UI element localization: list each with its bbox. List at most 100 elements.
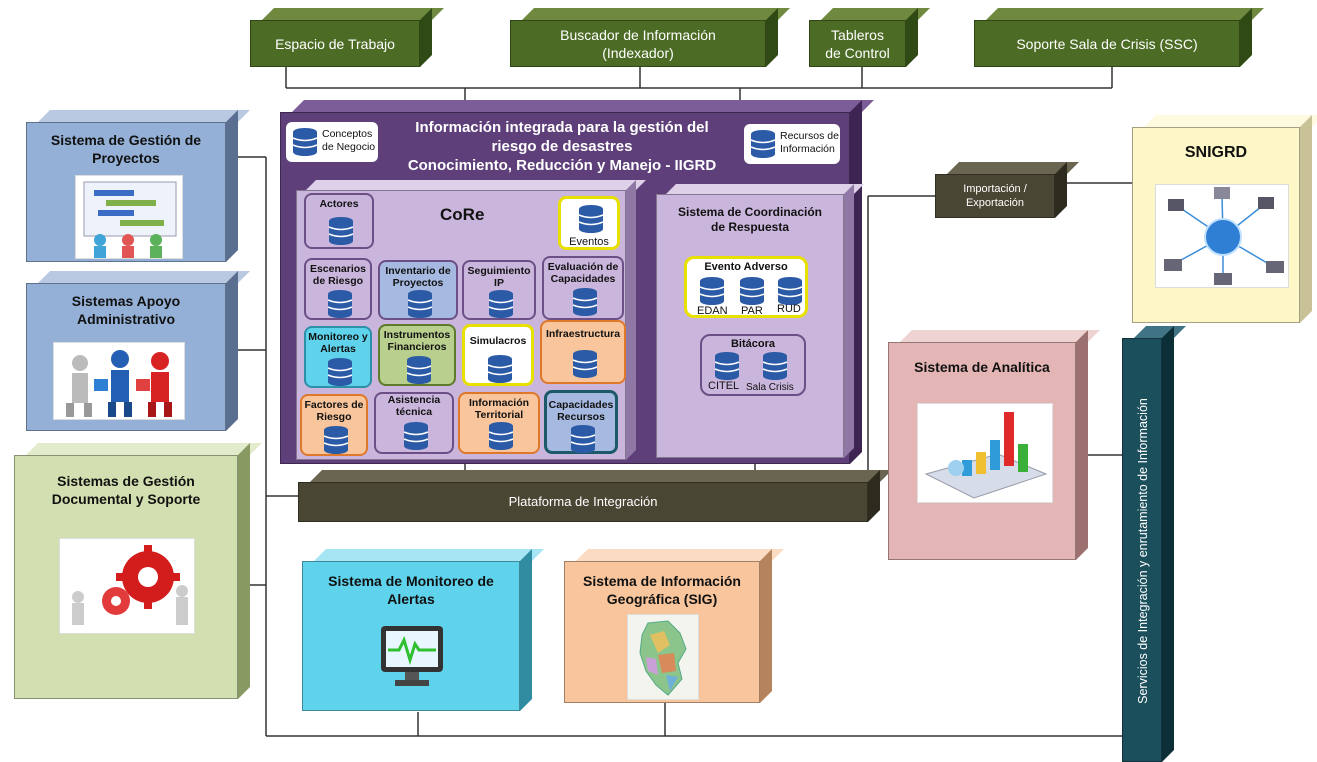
coord-title-line2: de Respuesta: [710, 220, 790, 234]
concepts-line1: Conceptos: [322, 128, 373, 140]
core-escenarios[interactable]: Escenarios de Riesgo: [304, 258, 372, 320]
import-line2: Exportación: [965, 197, 1025, 209]
projects-title-line1: Sistema de Gestión de: [50, 132, 202, 148]
concepts-line2: de Negocio: [322, 141, 376, 153]
citel-label: CITEL: [708, 380, 740, 392]
docs-title-line1: Sistemas de Gestión: [57, 473, 195, 489]
dash-label-line1: Tableros: [831, 26, 884, 43]
import-line1: Importación /: [963, 183, 1027, 195]
database-icon: [290, 126, 320, 158]
core-inventario-label: Inventario de Proyectos: [385, 265, 451, 289]
par-label: PAR: [741, 305, 763, 317]
core-instrumentos[interactable]: Instrumentos Financieros: [378, 324, 456, 386]
database-icon: [325, 356, 355, 388]
core-inventario[interactable]: Inventario de Proyectos: [378, 260, 458, 320]
iigrd-title: Información integrada para la gestión de…: [372, 118, 752, 175]
database-icon: [485, 353, 515, 385]
services-label: Servicios de Integración y enrutamiento …: [1136, 398, 1150, 704]
database-icon: [486, 420, 516, 452]
core-asistencia-label: Asistencia técnica: [387, 394, 441, 418]
core-monitoreo-label: Monitoreo y Alertas: [308, 331, 368, 355]
resources-line2: Información: [780, 143, 835, 155]
snigrd-title: SNIGRD: [1184, 144, 1248, 161]
database-icon: [570, 286, 600, 318]
docs-title-line2: Documental y Soporte: [51, 491, 201, 507]
adverse-event-label: Evento Adverso: [704, 261, 788, 273]
database-icon: [568, 423, 598, 455]
database-icon: [737, 275, 767, 307]
core-monitoreo[interactable]: Monitoreo y Alertas: [304, 326, 372, 388]
core-informacion-label: Información Territorial: [468, 397, 530, 421]
database-icon: [775, 275, 805, 307]
adverse-event-group[interactable]: Evento Adverso EDAN PAR RUD: [684, 256, 808, 318]
database-icon: [748, 128, 778, 160]
core-capacidades-label: Capacidades Recursos: [548, 399, 614, 423]
business-concepts-badge[interactable]: Conceptos de Negocio: [286, 122, 378, 162]
monitor-pulse-icon: [377, 622, 447, 692]
core-evaluacion[interactable]: Evaluación de Capacidades: [542, 256, 624, 320]
database-icon: [486, 288, 516, 320]
logbook-group[interactable]: Bitácora CITEL Sala Crisis: [700, 334, 806, 396]
iigrd-title-line1: Información integrada para la gestión de…: [415, 119, 709, 136]
monitoring-title-line1: Sistema de Monitoreo de: [328, 573, 494, 589]
search-label-line2: (Indexador): [602, 44, 674, 61]
core-eventos-label: Eventos: [569, 236, 609, 248]
admin-title-line1: Sistemas Apoyo: [71, 293, 181, 309]
core-simulacros[interactable]: Simulacros: [462, 324, 534, 386]
core-informacion-territorial[interactable]: Información Territorial: [458, 392, 540, 454]
colombia-map-image: [627, 614, 699, 700]
core-asistencia[interactable]: Asistencia técnica: [374, 392, 454, 454]
edan-label: EDAN: [697, 305, 728, 317]
gis-title-line1: Sistema de Información: [583, 573, 741, 589]
platform-label: Plataforma de Integración: [508, 494, 658, 509]
core-escenarios-label: Escenarios de Riesgo: [309, 263, 367, 287]
logbook-label: Bitácora: [730, 338, 776, 350]
database-icon: [405, 288, 435, 320]
resources-line1: Recursos de: [780, 130, 839, 142]
database-icon: [401, 420, 431, 452]
admin-title-line2: Administrativo: [76, 311, 175, 327]
database-icon: [326, 215, 356, 247]
database-icon: [321, 424, 351, 456]
database-icon: [404, 354, 434, 386]
core-seguimiento-label: Seguimiento IP: [467, 265, 531, 289]
core-actores[interactable]: Actores: [304, 193, 374, 249]
gis-title-line2: Geográfica (SIG): [606, 591, 718, 607]
projects-title-line2: Proyectos: [92, 150, 160, 166]
core-seguimiento[interactable]: Seguimiento IP: [462, 260, 536, 320]
iigrd-title-line2: riesgo de desastres: [491, 138, 633, 155]
analytics-chart-image: [917, 403, 1053, 503]
core-capacidades[interactable]: Capacidades Recursos: [544, 390, 618, 454]
sala-crisis-label: Sala Crisis: [746, 382, 794, 393]
rud-label: RUD: [777, 303, 801, 315]
database-icon: [570, 348, 600, 380]
analytics-title: Sistema de Analítica: [914, 359, 1050, 375]
crisis-label: Soporte Sala de Crisis (SSC): [1016, 35, 1198, 52]
core-actores-label: Actores: [319, 198, 359, 210]
database-icon: [325, 288, 355, 320]
core-title: CoRe: [440, 205, 485, 224]
core-factores-label: Factores de Riesgo: [304, 399, 364, 423]
information-resources-badge[interactable]: Recursos de Información: [744, 124, 840, 164]
core-eventos[interactable]: Eventos: [558, 196, 620, 250]
core-instrumentos-label: Instrumentos Financieros: [383, 329, 451, 353]
puzzle-people-image: [53, 342, 185, 420]
database-icon: [712, 350, 742, 382]
gears-image: [59, 538, 195, 634]
monitoring-title-line2: Alertas: [387, 591, 435, 607]
core-infraestructura-label: Infraestructura: [545, 328, 621, 340]
project-gantt-image: [75, 175, 183, 259]
core-infraestructura[interactable]: Infraestructura: [540, 320, 626, 384]
network-globe-image: [1155, 184, 1289, 288]
coord-title-line1: Sistema de Coordinación: [677, 205, 823, 219]
search-label-line1: Buscador de Información: [560, 26, 716, 43]
dash-label-line2: de Control: [825, 44, 890, 61]
core-evaluacion-label: Evaluación de Capacidades: [547, 261, 619, 285]
database-icon: [576, 203, 606, 235]
core-factores[interactable]: Factores de Riesgo: [300, 394, 368, 456]
iigrd-title-line3: Conocimiento, Reducción y Manejo - IIGRD: [407, 157, 717, 174]
core-simulacros-label: Simulacros: [469, 335, 527, 347]
database-icon: [760, 350, 790, 382]
workspace-label: Espacio de Trabajo: [275, 35, 395, 52]
